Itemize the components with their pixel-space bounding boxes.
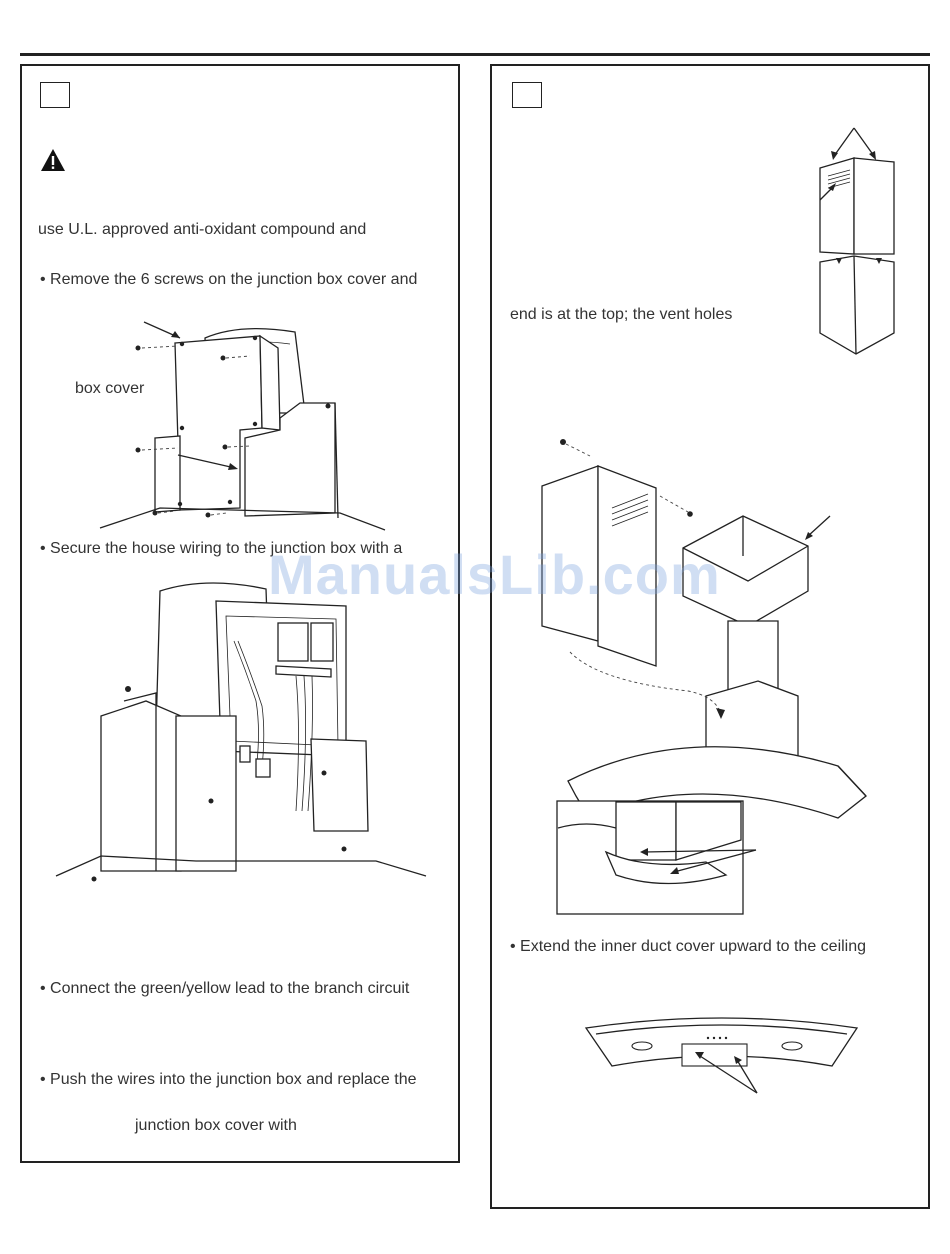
watermark: ManualsLib.com [268, 543, 721, 606]
hood-underside-illustration [584, 1017, 859, 1094]
box-cover-label: box cover [75, 380, 145, 397]
right-step-panel: end is at the top; the vent holes • Exte… [490, 64, 930, 1209]
warning-triangle-icon [41, 149, 65, 171]
duct-covers-illustration [819, 127, 895, 355]
connect-green-text: • Connect the green/yellow lead to the b… [40, 980, 410, 997]
end-top-text: end is at the top; the vent holes [510, 306, 733, 323]
remove-screws-text: • Remove the 6 screws on the junction bo… [40, 271, 418, 288]
antioxidant-text: use U.L. approved anti-oxidant compound … [38, 221, 367, 238]
top-rule [20, 53, 930, 56]
junction-box-cover-illustration [99, 321, 386, 531]
extend-inner-cover-text: • Extend the inner duct cover upward to … [510, 938, 867, 955]
house-wiring-illustration [55, 582, 427, 882]
push-wires-text: • Push the wires into the junction box a… [40, 1071, 417, 1088]
chimney-hood-assembly-illustration [541, 439, 867, 836]
left-step-number-box [40, 82, 70, 108]
cover-with-text: junction box cover with [135, 1117, 297, 1134]
secure-wiring-text: • Secure the house wiring to the junctio… [40, 540, 403, 557]
left-step-panel: use U.L. approved anti-oxidant compound … [20, 64, 460, 1163]
right-step-number-box [512, 82, 542, 108]
mounting-screw-detail-inset [556, 800, 757, 915]
